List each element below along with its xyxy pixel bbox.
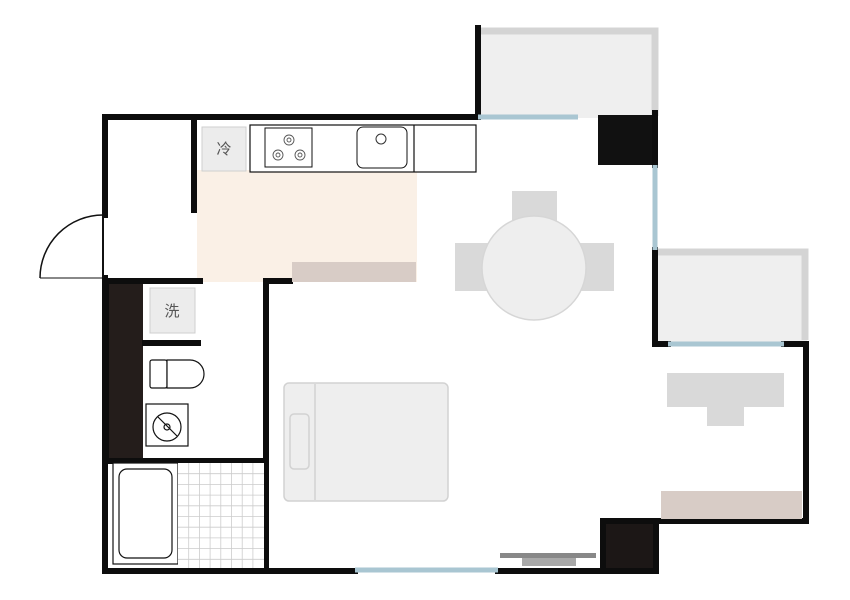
fridge-label: 冷 — [216, 140, 231, 158]
washing-machine: 洗 — [149, 287, 196, 334]
dining-table — [481, 215, 587, 321]
washer-label: 洗 — [164, 302, 179, 320]
windows — [355, 114, 784, 573]
desk-set — [667, 373, 784, 426]
entrance-door — [39, 214, 104, 279]
walls — [102, 25, 809, 574]
fridge: 冷 — [201, 126, 247, 172]
desk — [667, 373, 784, 407]
sink-icon — [356, 126, 408, 169]
bed — [283, 382, 449, 502]
tv-board — [500, 553, 596, 566]
stove-icon — [264, 127, 313, 168]
toilet-icon — [149, 359, 205, 389]
bathtub-icon — [112, 462, 179, 565]
closet-left — [108, 283, 143, 461]
pillow — [289, 413, 310, 470]
storage-shelf — [661, 491, 802, 519]
closet-wall-left — [103, 281, 109, 461]
washbasin-icon — [145, 403, 189, 447]
bath-tile-floor — [178, 463, 264, 568]
dining-set — [455, 191, 614, 321]
balcony-right — [657, 248, 809, 342]
pipe-shaft-top — [598, 115, 656, 165]
pipe-shaft-bottom — [603, 520, 655, 570]
balcony-top — [477, 27, 659, 118]
kitchen-shelf — [292, 262, 416, 282]
desk-chair — [707, 407, 744, 426]
